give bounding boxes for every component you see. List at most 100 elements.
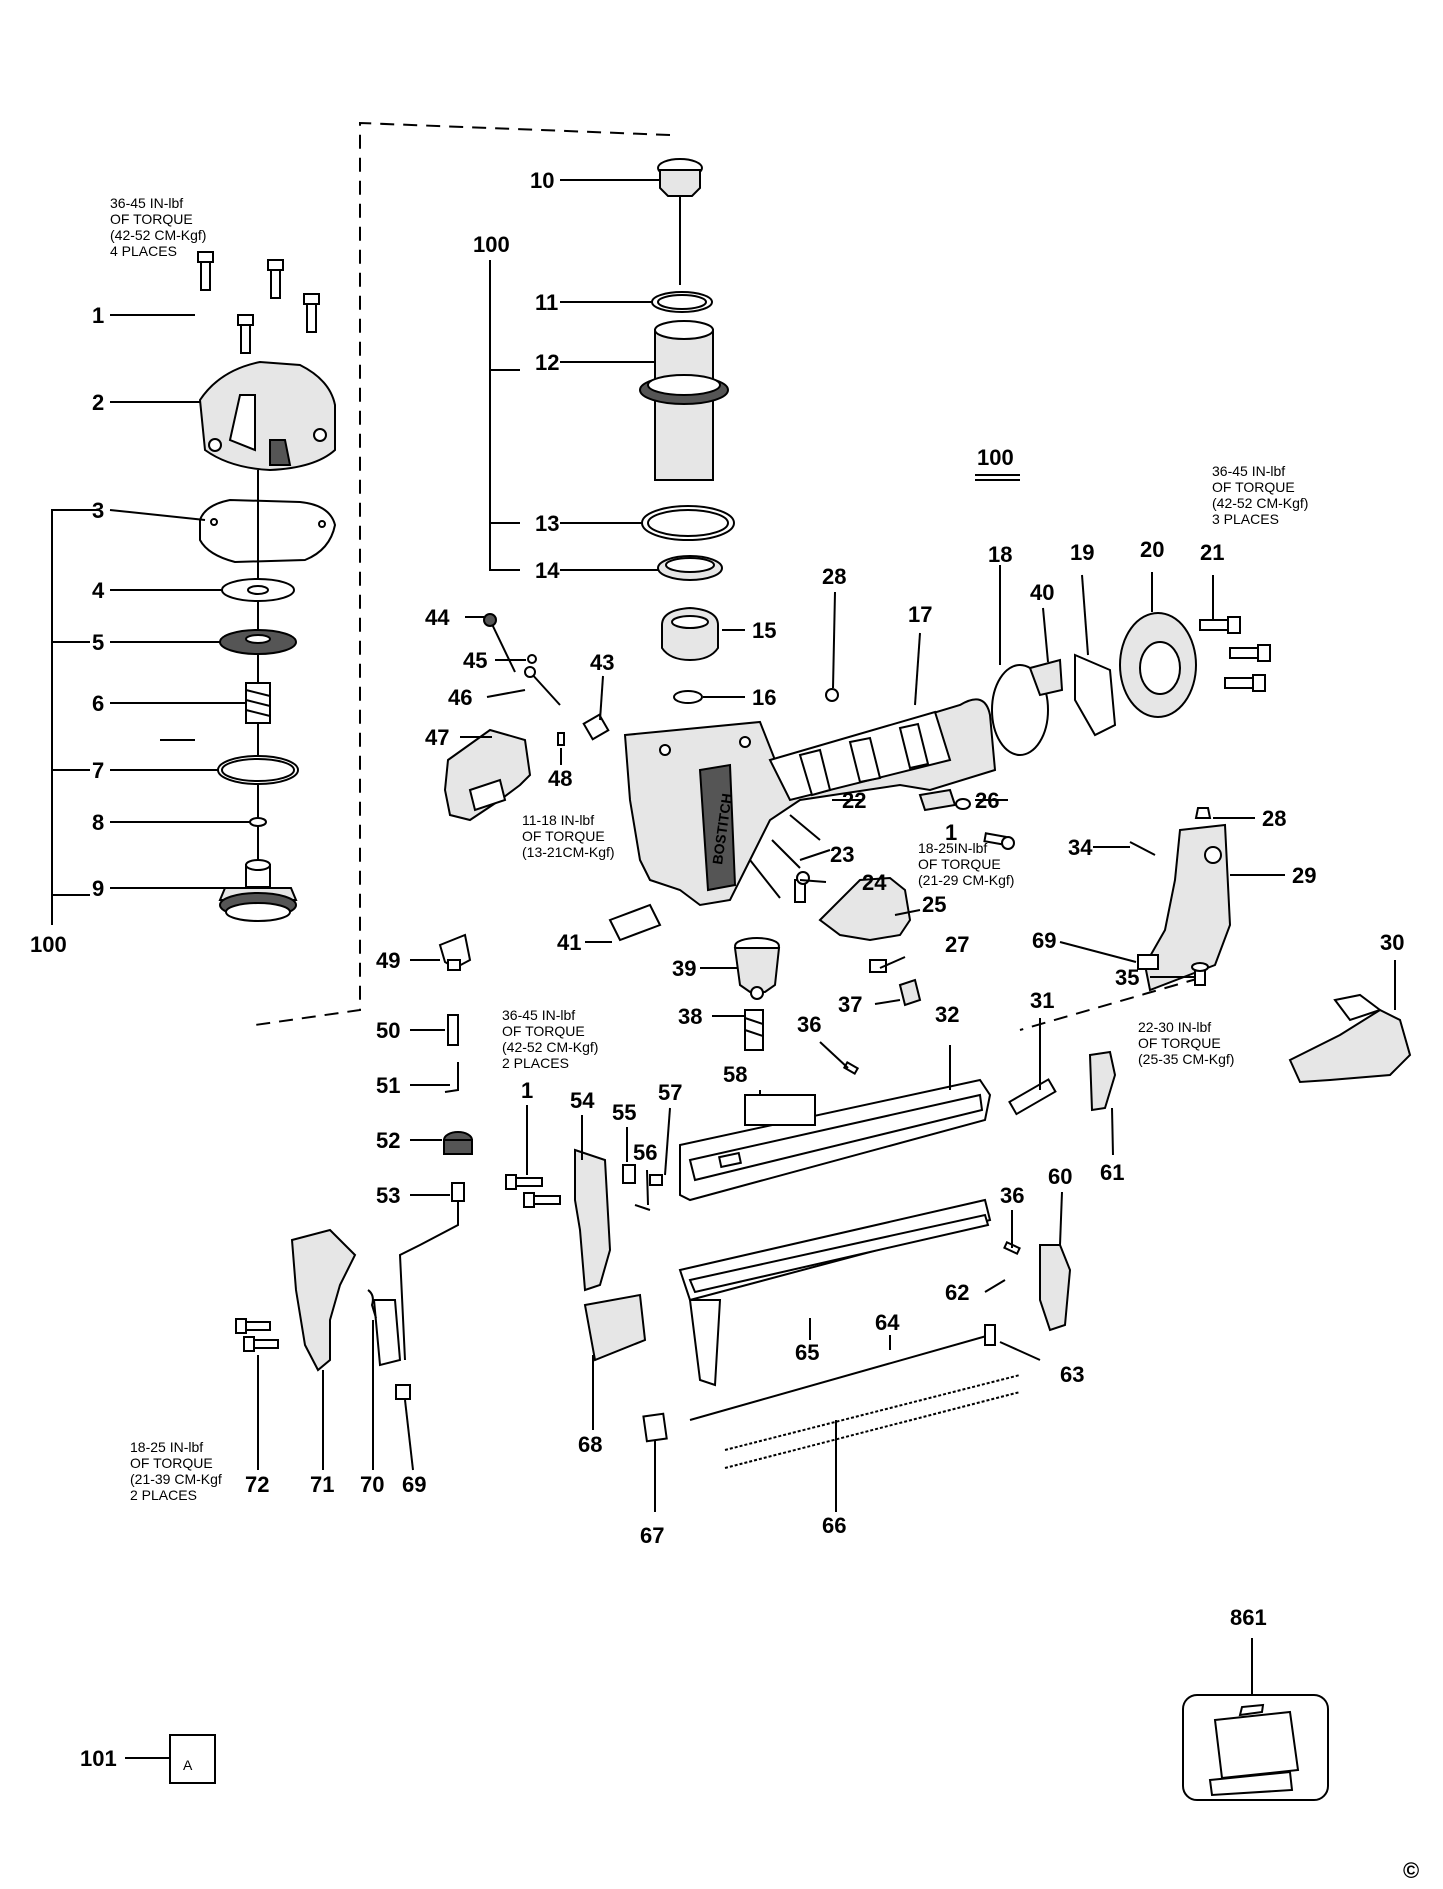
hook-63	[984, 1324, 996, 1346]
label-861: 861	[1230, 1605, 1267, 1630]
link-53	[398, 1182, 465, 1361]
label-60: 60	[1048, 1164, 1072, 1189]
svg-text:(42-52 CM-Kgf): (42-52 CM-Kgf)	[1212, 495, 1308, 511]
screw-35	[1191, 962, 1209, 986]
filter-40	[1028, 658, 1064, 697]
label-100-right: 100	[977, 445, 1014, 470]
seal-ring-18	[991, 664, 1049, 756]
svg-text:OF TORQUE: OF TORQUE	[1138, 1035, 1221, 1051]
label-61: 61	[1100, 1160, 1124, 1185]
washer-26	[955, 798, 971, 810]
label-18: 18	[988, 542, 1012, 567]
label-47: 47	[425, 725, 449, 750]
inner-track-65	[678, 1198, 992, 1387]
label-28-top: 28	[822, 564, 846, 589]
assembly-boundary-line	[254, 121, 671, 1026]
label-64: 64	[875, 1310, 900, 1335]
screws-21	[1199, 616, 1271, 692]
svg-text:OF TORQUE: OF TORQUE	[918, 856, 1001, 872]
label-35: 35	[1115, 965, 1139, 990]
label-58: 58	[723, 1062, 747, 1087]
label-41: 41	[557, 930, 581, 955]
pin-23	[771, 839, 801, 869]
label-58	[744, 1094, 816, 1126]
svg-text:11-18 IN-lbf: 11-18 IN-lbf	[522, 812, 594, 828]
label-15: 15	[752, 618, 776, 643]
label-50: 50	[376, 1018, 400, 1043]
bumper-15	[661, 606, 719, 662]
label-53: 53	[376, 1183, 400, 1208]
svg-text:OF TORQUE: OF TORQUE	[110, 211, 193, 227]
follower-67	[642, 1412, 668, 1443]
plate-68	[583, 1293, 647, 1362]
pin-44	[483, 613, 516, 673]
wheel-52	[443, 1131, 473, 1155]
label-54: 54	[570, 1088, 595, 1113]
svg-text:A: A	[183, 1757, 193, 1773]
label-68: 68	[578, 1432, 602, 1457]
label-52: 52	[376, 1128, 400, 1153]
o-ring-8	[249, 817, 267, 827]
label-44: 44	[425, 605, 450, 630]
label-5: 5	[92, 630, 104, 655]
label-1-top: 1	[92, 303, 104, 328]
label-36-mid: 36	[1000, 1183, 1024, 1208]
spring-38	[744, 1009, 764, 1051]
label-20: 20	[1140, 537, 1164, 562]
svg-text:36-45 IN-lbf: 36-45 IN-lbf	[110, 195, 183, 211]
label-39: 39	[672, 956, 696, 981]
label-27: 27	[945, 932, 969, 957]
svg-text:(42-52 CM-Kgf): (42-52 CM-Kgf)	[502, 1039, 598, 1055]
svg-text:36-45 IN-lbf: 36-45 IN-lbf	[502, 1007, 575, 1023]
label-11: 11	[535, 290, 558, 315]
label-56: 56	[633, 1140, 657, 1165]
label-51: 51	[376, 1073, 400, 1098]
label-30: 30	[1380, 930, 1404, 955]
leader-lines	[109, 179, 1396, 1759]
nut-28	[825, 688, 839, 702]
cylinder-12	[639, 320, 729, 481]
svg-text:2 PLACES: 2 PLACES	[130, 1487, 197, 1503]
svg-text:36-45 IN-lbf: 36-45 IN-lbf	[1212, 463, 1285, 479]
spring-55	[622, 1164, 636, 1184]
group-bracket-100-center	[489, 260, 520, 571]
svg-text:22-30 IN-lbf: 22-30 IN-lbf	[1138, 1019, 1211, 1035]
screw-1-mid	[983, 832, 1015, 850]
end-cap-20	[1119, 612, 1197, 718]
trigger-47	[443, 728, 532, 822]
svg-text:OF TORQUE: OF TORQUE	[1212, 479, 1295, 495]
svg-text:3 PLACES: 3 PLACES	[1212, 511, 1279, 527]
label-17: 17	[908, 602, 932, 627]
label-19: 19	[1070, 540, 1094, 565]
torque-note-48: 11-18 IN-lbf OF TORQUE (13-21CM-Kgf)	[522, 812, 615, 860]
part-labels: 10 100 11 12 13 14 15 16 1 2 3 4 5 6 7 8…	[30, 168, 1404, 1771]
pin-36a	[842, 1061, 860, 1075]
deflector-19	[1074, 653, 1117, 737]
label-69-top: 69	[1032, 928, 1056, 953]
label-36-top: 36	[797, 1012, 821, 1037]
nose-30	[1288, 993, 1412, 1084]
label-1-mid: 1	[945, 820, 957, 845]
pin-34	[1129, 841, 1156, 856]
spring-50	[447, 1014, 459, 1046]
spring-31	[1008, 1078, 1057, 1116]
magazine-head-29	[1143, 823, 1232, 992]
piston-driver-10	[657, 158, 703, 285]
clip-70	[367, 1289, 377, 1319]
seal-16	[673, 690, 703, 704]
rail-53	[372, 1299, 402, 1367]
clip-51	[444, 1062, 459, 1093]
label-31: 31	[1030, 988, 1054, 1013]
label-28-right: 28	[1262, 806, 1286, 831]
label-8: 8	[92, 810, 104, 835]
carry-case-861	[1182, 1694, 1329, 1801]
cap-screws	[197, 251, 320, 354]
nut-37	[898, 978, 922, 1007]
label-65: 65	[795, 1340, 819, 1365]
label-40: 40	[1030, 580, 1054, 605]
svg-text:OF TORQUE: OF TORQUE	[522, 828, 605, 844]
label-37: 37	[838, 992, 862, 1017]
label-6: 6	[92, 691, 104, 716]
label-100-top: 100	[473, 232, 510, 257]
